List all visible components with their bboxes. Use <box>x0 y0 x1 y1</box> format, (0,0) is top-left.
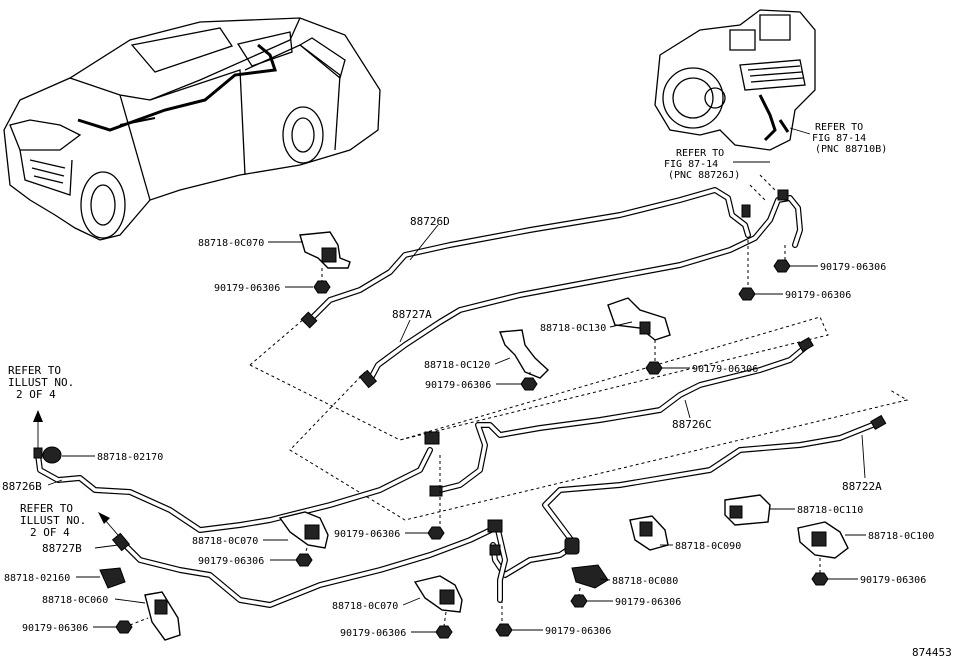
ref1-line3: 2 OF 4 <box>16 388 56 401</box>
pipe-88726D <box>307 187 751 323</box>
flare-fittings <box>33 189 887 556</box>
fig-b-line2: FIG 87-14 <box>664 159 718 170</box>
clamp-88718-0C130 <box>607 297 671 341</box>
label-88718-0C060: 88718-0C060 <box>42 595 108 606</box>
label-88718-0C070-c: 88718-0C070 <box>332 601 398 612</box>
label-90179-06306-r2: 90179-06306 <box>785 290 851 301</box>
fig-b-line1: REFER TO <box>676 148 724 159</box>
nuts <box>115 259 829 639</box>
label-88726B: 88726B <box>2 480 42 493</box>
label-88722A: 88722A <box>842 480 882 493</box>
label-90179-06306-h: 90179-06306 <box>545 626 611 637</box>
reference-arrows <box>33 410 119 536</box>
pipe-88726C <box>437 342 811 493</box>
label-90179-06306-i: 90179-06306 <box>615 597 681 608</box>
clamp-88718-0C070-a <box>299 231 351 269</box>
fig-a-line1: REFER TO <box>815 122 863 133</box>
pipe-88722A <box>490 419 883 578</box>
ref1-line1: REFER TO <box>8 364 61 377</box>
clamp-88718-0C070-b <box>278 511 329 549</box>
fig-b-line3: (PNC 88726J) <box>668 170 740 181</box>
fig-a-line2: FIG 87-14 <box>812 133 866 144</box>
pipe-88727B <box>117 525 498 608</box>
fig-a-line3: (PNC 88710B) <box>815 144 887 155</box>
clamp-88718-02160 <box>99 567 126 589</box>
label-90179-06306-j: 90179-06306 <box>860 575 926 586</box>
label-88718-0C110: 88718-0C110 <box>797 505 863 516</box>
ref2-line3: 2 OF 4 <box>30 526 70 539</box>
label-88718-02170: 88718-02170 <box>97 452 163 463</box>
label-90179-06306-d: 90179-06306 <box>198 556 264 567</box>
label-90179-06306-r1: 90179-06306 <box>820 262 886 273</box>
label-88718-0C120: 88718-0C120 <box>424 360 490 371</box>
clamp-88718-0C080 <box>571 564 609 589</box>
label-88727B: 88727B <box>42 542 82 555</box>
clamp-88718-0C120 <box>499 329 550 379</box>
label-88718-0C070-a: 88718-0C070 <box>198 238 264 249</box>
label-88718-0C130: 88718-0C130 <box>540 323 606 334</box>
label-90179-06306-a: 90179-06306 <box>214 283 280 294</box>
callout-labels: 88726D 88718-0C070 90179-06306 88727A 88… <box>2 122 952 659</box>
clamp-88718-0C100 <box>797 521 849 559</box>
label-90179-06306-g: 90179-06306 <box>340 628 406 639</box>
clamp-88718-02170 <box>42 446 62 464</box>
label-88726D: 88726D <box>410 215 450 228</box>
ref1-line2: ILLUST NO. <box>8 376 74 389</box>
label-88718-0C080: 88718-0C080 <box>612 576 678 587</box>
label-88727A: 88727A <box>392 308 432 321</box>
label-90179-06306-b: 90179-06306 <box>425 380 491 391</box>
label-90179-06306-c: 90179-06306 <box>692 364 758 375</box>
vehicle-sketch <box>3 17 381 241</box>
label-90179-06306-e: 90179-06306 <box>334 529 400 540</box>
dashed-outline-upper <box>249 316 829 441</box>
label-88718-0C090: 88718-0C090 <box>675 541 741 552</box>
dashed-outline-lower <box>289 371 909 521</box>
label-88718-0C100: 88718-0C100 <box>868 531 934 542</box>
pipe-88727A <box>367 195 803 383</box>
ref2-line2: ILLUST NO. <box>20 514 86 527</box>
clamp-88718-0C070-c <box>413 575 463 613</box>
clamp-88718-0C110 <box>724 494 771 526</box>
brake-actuator <box>654 9 816 151</box>
ref2-line1: REFER TO <box>20 502 73 515</box>
label-88726C: 88726C <box>672 418 712 431</box>
clamp-88718-0C060 <box>144 591 181 641</box>
diagram-id: 874453 <box>912 646 952 659</box>
label-88718-02160: 88718-02160 <box>4 573 70 584</box>
label-90179-06306-f: 90179-06306 <box>22 623 88 634</box>
label-88718-0C070-b: 88718-0C070 <box>192 536 258 547</box>
leader-lines <box>47 127 866 633</box>
